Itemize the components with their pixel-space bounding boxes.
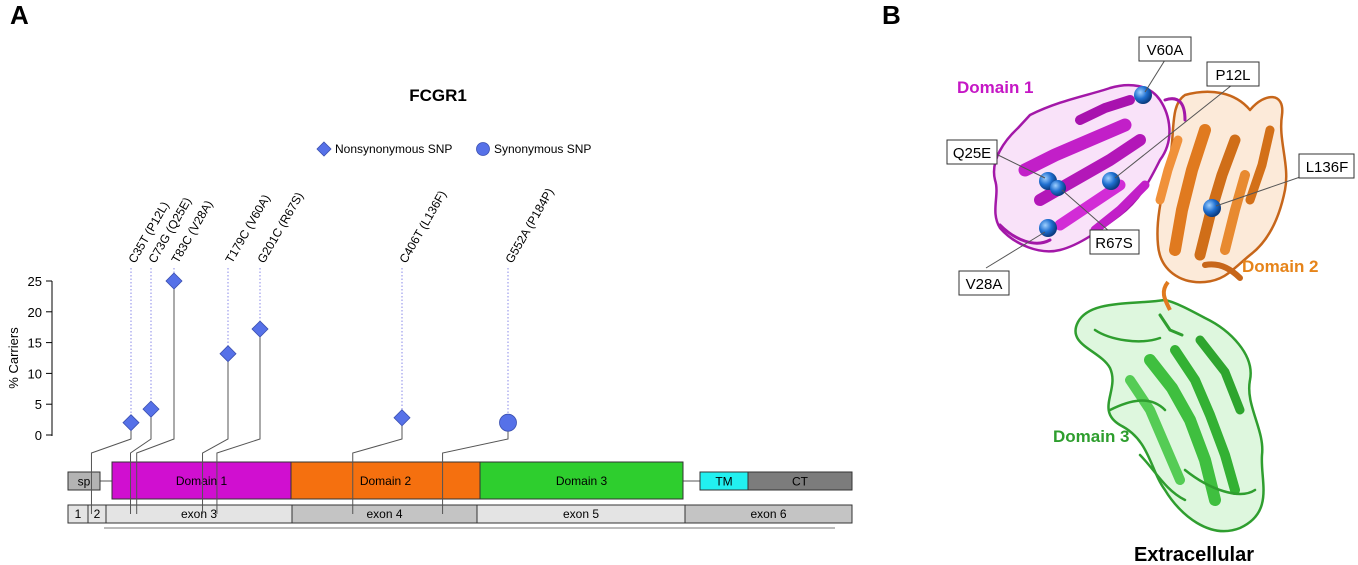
label-q25e: Q25E <box>953 145 991 162</box>
y-tick-label: 10 <box>28 366 42 381</box>
linker <box>1161 280 1172 311</box>
protein-domain-sp <box>67 471 101 491</box>
domain-2-label: Domain 2 <box>1242 257 1319 276</box>
protein-domain-label: Domain 3 <box>556 474 608 488</box>
y-tick-label: 5 <box>35 397 42 412</box>
domain-2-ribbon <box>1155 90 1288 284</box>
protein-domain-label: Domain 2 <box>360 474 412 488</box>
chart-legend: Nonsynonymous SNP Synonymous SNP <box>316 141 591 157</box>
label-p12l: P12L <box>1215 67 1250 84</box>
y-tick-label: 15 <box>28 336 42 351</box>
protein-domain-domain-2 <box>290 461 481 500</box>
chart-title: FCGR1 <box>409 86 467 105</box>
y-tick-label: 20 <box>28 305 42 320</box>
snp-label: C406T (L136F) <box>396 188 449 265</box>
exon-box <box>684 504 853 524</box>
snp-stem <box>136 281 175 514</box>
snp-stem <box>130 409 152 514</box>
domain-1-label: Domain 1 <box>957 78 1034 97</box>
legend-circle-marker <box>476 142 490 156</box>
legend-diamond-marker <box>316 141 332 157</box>
protein-domain-domain-3 <box>479 461 684 500</box>
exon-label: 1 <box>75 507 82 521</box>
snp-stem <box>202 353 229 514</box>
exon-label: exon 3 <box>181 507 217 521</box>
snp-label: G552A (P184P) <box>502 186 556 266</box>
snp-diamond-marker <box>219 345 237 363</box>
callout-lines <box>985 59 1307 269</box>
snp-diamond-marker <box>165 272 183 290</box>
variant-labels: V60A P12L Q25E L136F R67S V28A <box>946 36 1355 296</box>
protein-domain-label: CT <box>792 475 809 489</box>
snp-diamond-marker <box>142 400 160 418</box>
y-tick-label: 25 <box>28 274 42 289</box>
domain-3-label: Domain 3 <box>1053 427 1130 446</box>
protein-domain-label: sp <box>78 475 91 489</box>
exon-label: exon 5 <box>563 507 599 521</box>
legend-label: Nonsynonymous SNP <box>335 142 452 156</box>
y-axis-label: % Carriers <box>6 327 21 389</box>
y-tick-label: 0 <box>35 428 42 443</box>
sphere-r67s <box>1050 180 1066 196</box>
sphere-v60a <box>1134 86 1152 104</box>
snp-diamond-marker <box>393 409 411 427</box>
label-r67s: R67S <box>1095 235 1133 252</box>
protein-domain-label: Domain 1 <box>176 474 228 488</box>
protein-domain-ct <box>747 471 853 491</box>
extracellular-label: Extracellular <box>1134 544 1254 565</box>
domain-1-ribbon <box>992 83 1187 253</box>
exon-label: exon 4 <box>366 507 402 521</box>
snp-stem <box>216 329 261 514</box>
y-axis: 0 5 10 15 20 25 % Carriers <box>6 274 53 443</box>
label-v28a: V28A <box>966 276 1003 293</box>
protein-domain-label: TM <box>715 475 732 489</box>
snp-stem <box>352 417 403 514</box>
panel-a-letter: A <box>10 0 29 30</box>
snp-diamond-marker <box>122 414 140 432</box>
sphere-p12l <box>1102 172 1120 190</box>
snp-circle-marker <box>499 413 517 432</box>
legend-label: Synonymous SNP <box>494 142 591 156</box>
sphere-l136f <box>1203 199 1221 217</box>
label-v60a: V60A <box>1147 42 1184 59</box>
domain-3-ribbon <box>1074 298 1265 533</box>
exon-label: 2 <box>94 507 101 521</box>
label-l136f: L136F <box>1306 159 1349 176</box>
panel-b: B <box>882 0 1355 565</box>
panel-b-letter: B <box>882 0 901 30</box>
exon-label: exon 6 <box>750 507 786 521</box>
snp-diamond-marker <box>251 320 269 338</box>
